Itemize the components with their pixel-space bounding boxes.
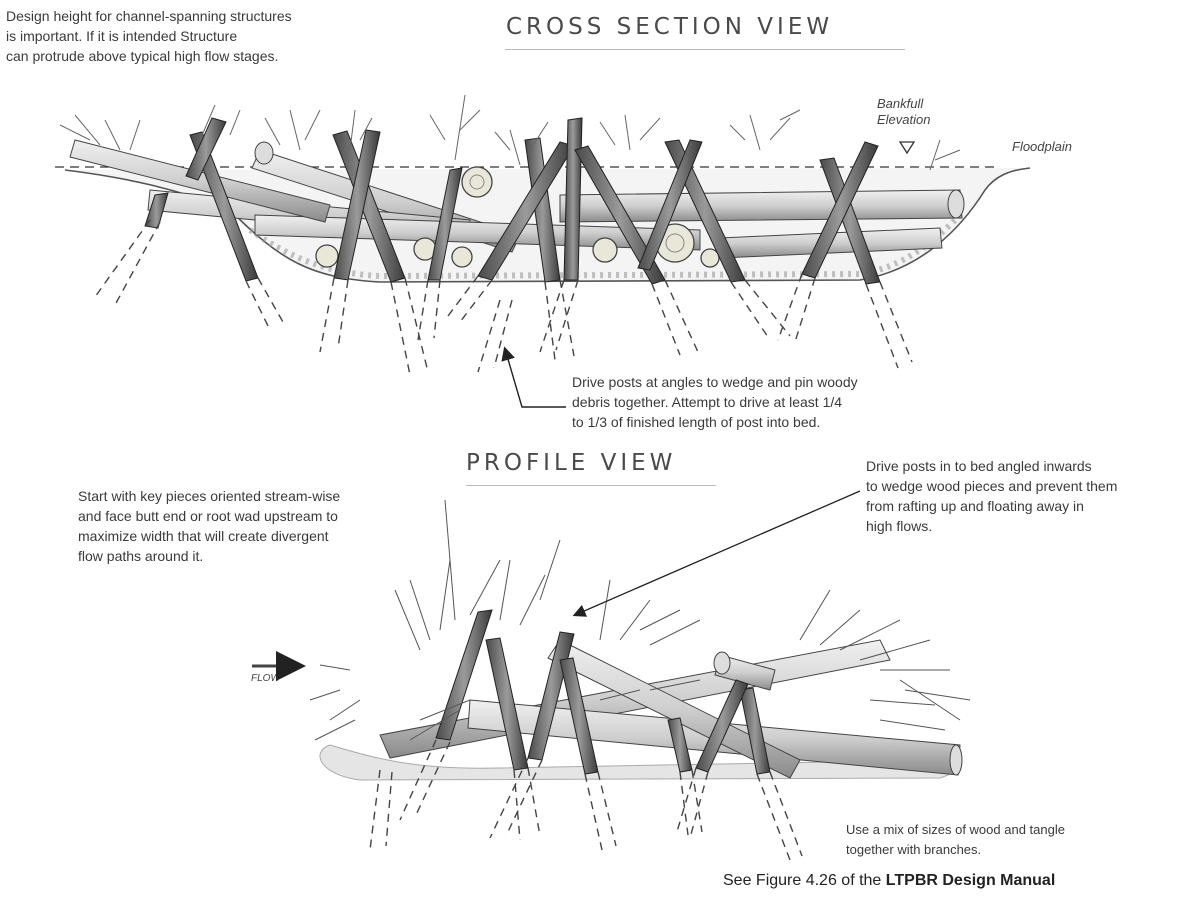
post-note-arrow (505, 349, 566, 407)
profile-drawing (252, 491, 970, 860)
cross-section-drawing (55, 95, 1030, 407)
bankfull-triangle-icon (900, 142, 914, 153)
drive-posts-inwards-arrow (575, 491, 860, 615)
